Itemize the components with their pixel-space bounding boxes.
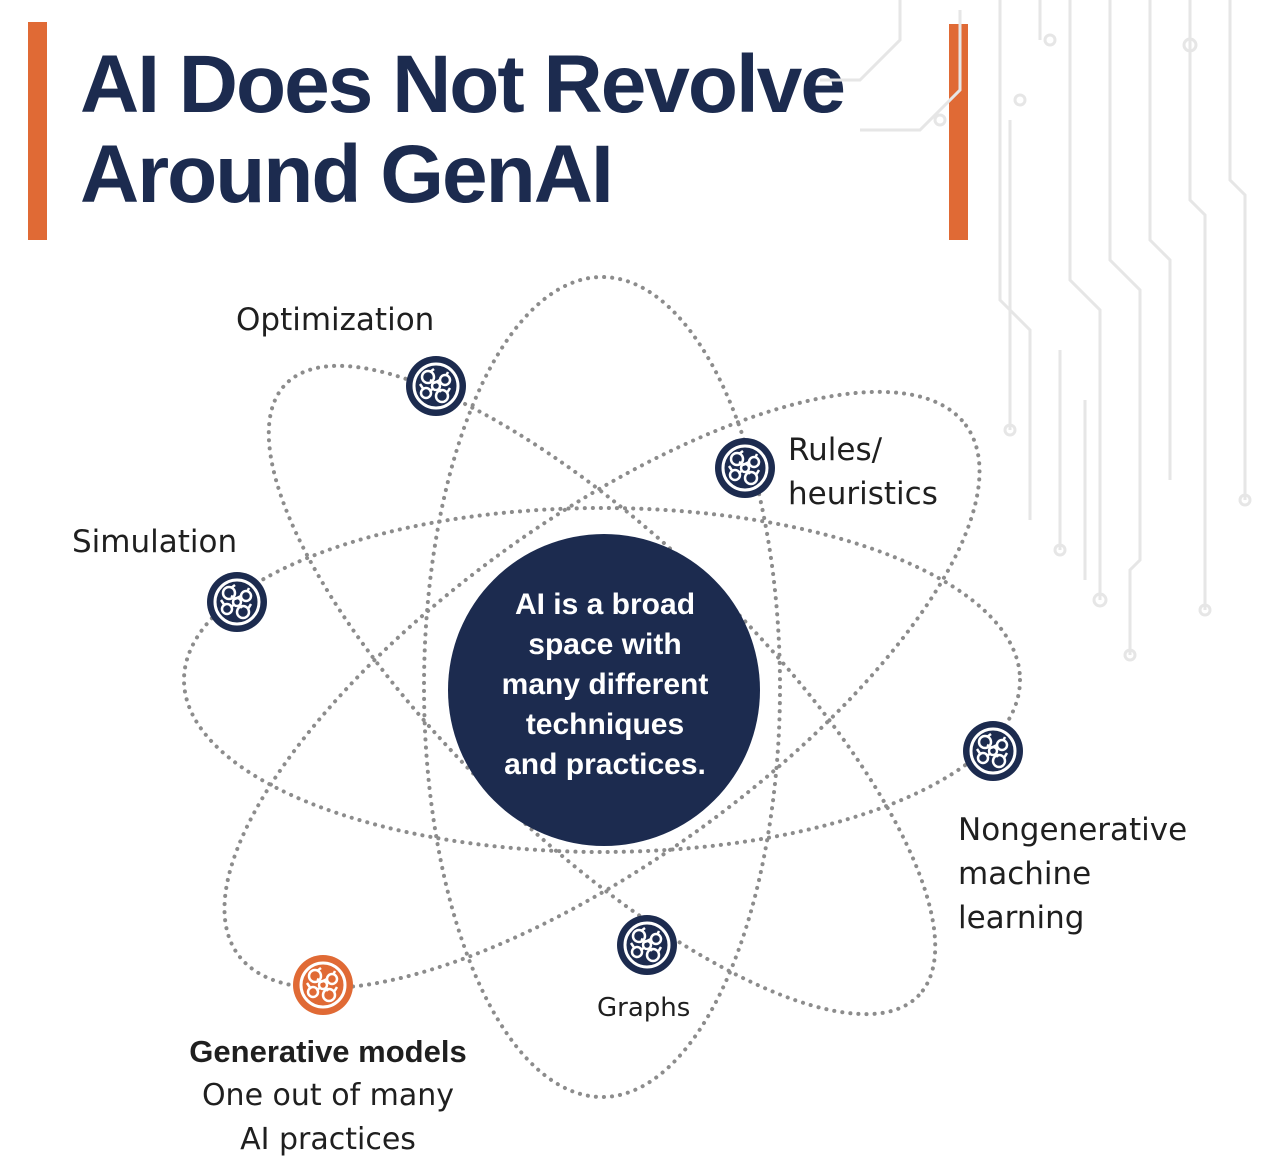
circuit-decoration [820, 0, 1252, 662]
label-rules-heuristics: Rules/ heuristics [788, 428, 938, 516]
right-accent-bar [949, 24, 968, 240]
center-circle [448, 534, 760, 846]
orbit-diagonal-a [222, 389, 982, 991]
center-line-3: many different [501, 668, 709, 701]
generative-title: Generative models [189, 1034, 467, 1069]
network-globe-icon-rules [713, 436, 777, 500]
label-optimization: Optimization [236, 302, 435, 338]
center-line-5: and practices. [504, 748, 706, 781]
network-globe-icon-simulation [205, 570, 269, 634]
center-text: AI is a broad space with many different … [455, 585, 755, 785]
network-globe-icon-optimization [404, 354, 468, 418]
title-line-1: AI Does Not Revolve [80, 39, 846, 130]
page-title: AI Does Not Revolve Around GenAI [80, 39, 846, 220]
center-line-4: techniques [525, 708, 685, 741]
nongen-line-2: machine [958, 856, 1092, 892]
rules-line-2: heuristics [788, 476, 938, 512]
label-simulation: Simulation [72, 524, 238, 560]
title-line-2: Around GenAI [80, 129, 614, 220]
label-nongenerative-ml: Nongenerative machine learning [958, 808, 1187, 940]
generative-line-3: AI practices [240, 1122, 416, 1157]
nongen-line-3: learning [958, 900, 1085, 936]
orbit-vertical [422, 275, 782, 1099]
nongen-line-1: Nongenerative [958, 812, 1188, 848]
left-accent-bar [28, 22, 47, 240]
center-line-2: space with [528, 628, 682, 661]
center-line-1: AI is a broad [514, 588, 696, 621]
network-globe-icon-generative [291, 953, 355, 1017]
label-graphs: Graphs [597, 993, 691, 1023]
label-generative-models: Generative models One out of many AI pra… [158, 1030, 498, 1162]
orbit-horizontal [182, 506, 1022, 854]
network-globe-icon-graphs [615, 913, 679, 977]
rules-line-1: Rules/ [788, 432, 883, 468]
network-globe-icon-nongenerative [961, 719, 1025, 783]
generative-line-2: One out of many [201, 1078, 455, 1113]
